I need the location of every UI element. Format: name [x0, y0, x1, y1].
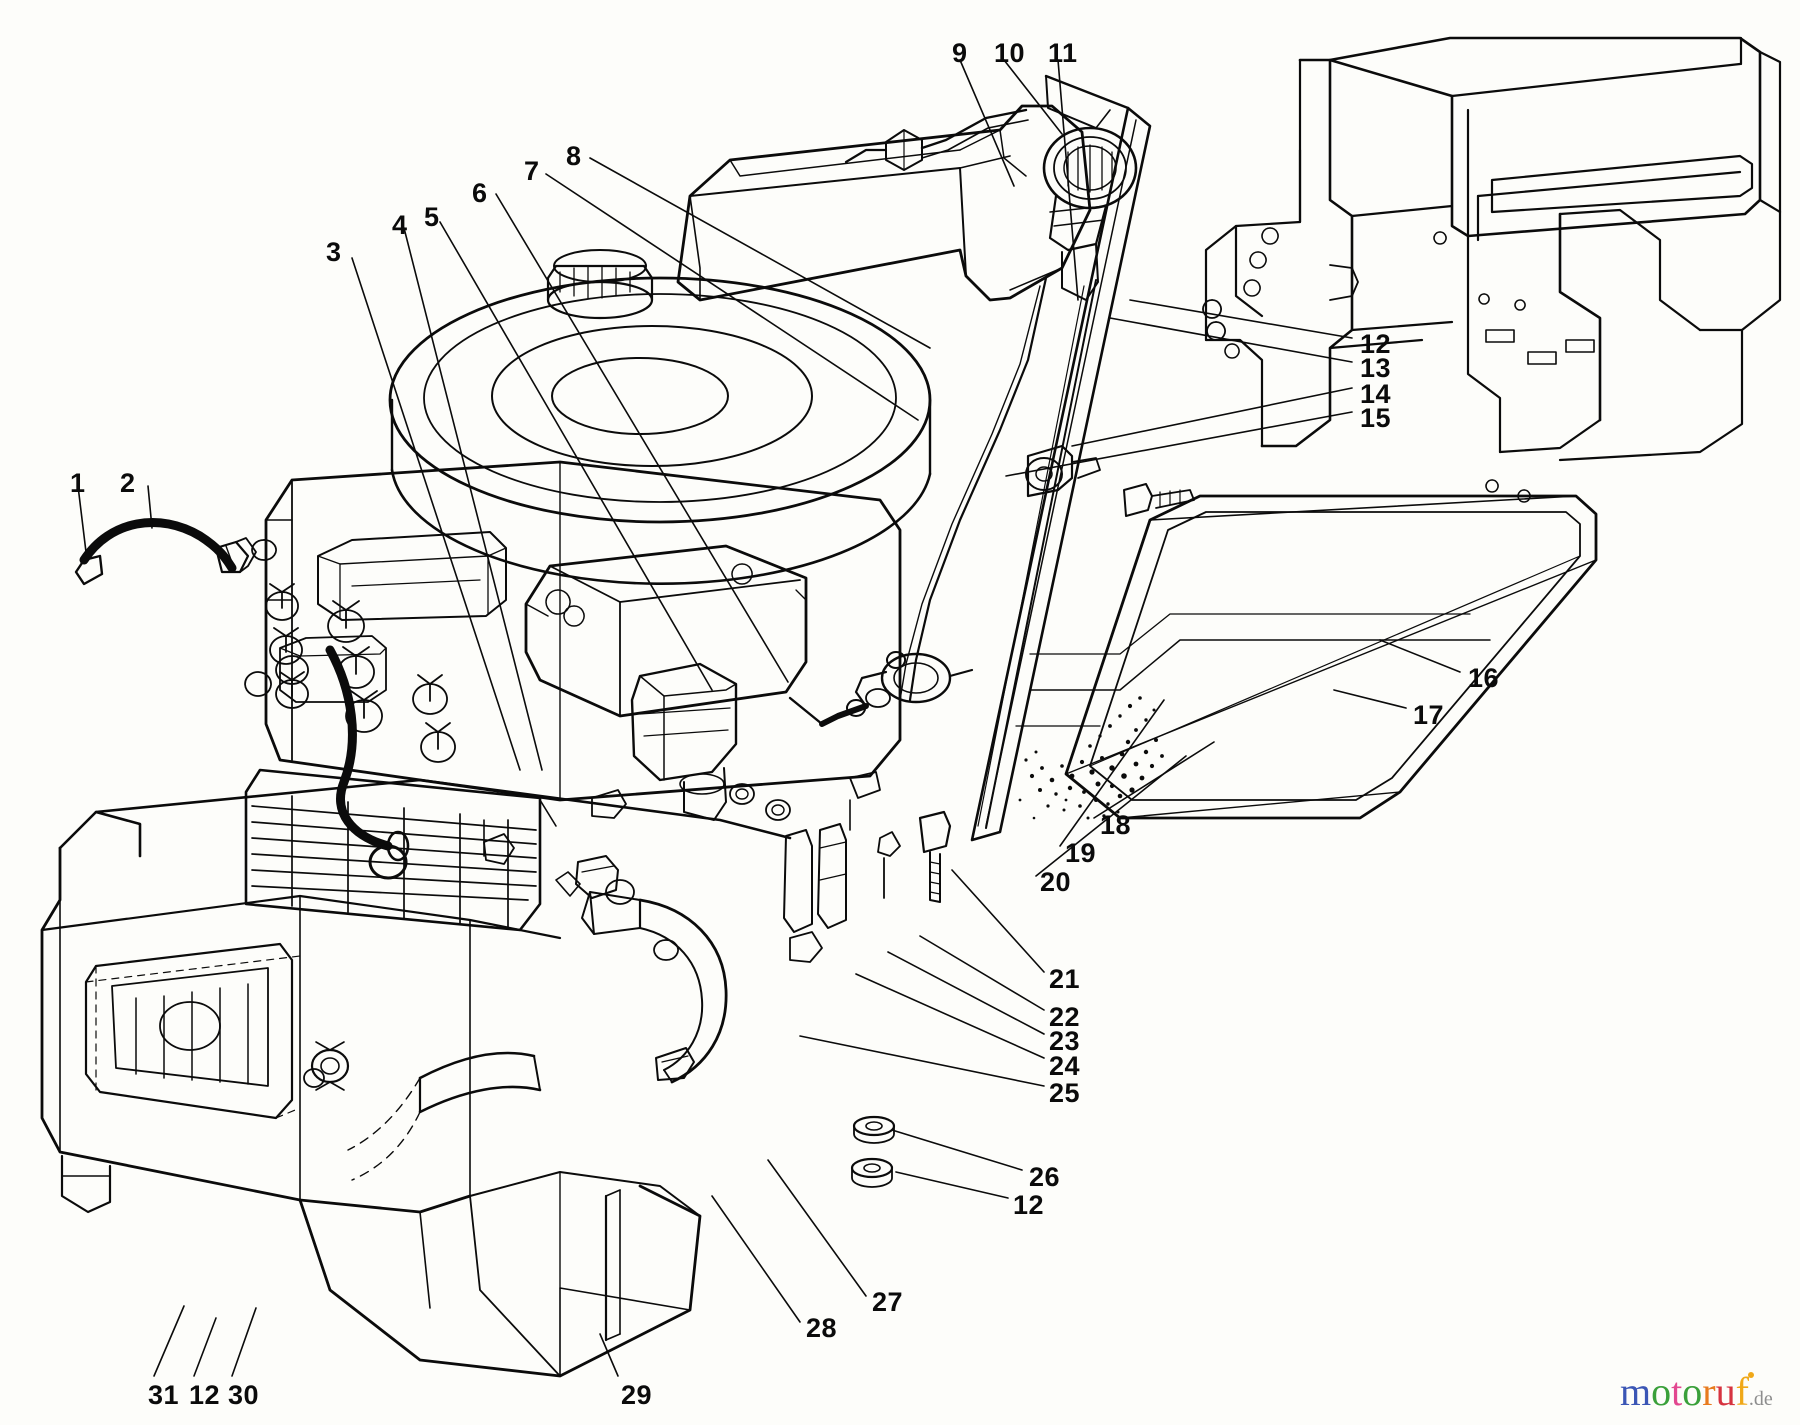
callout-7: 7	[524, 156, 540, 186]
logo-suffix-de: .de	[1748, 1388, 1773, 1410]
callout-30: 30	[228, 1380, 260, 1410]
callout-25: 25	[1049, 1078, 1081, 1108]
motoruf-de-logo[interactable]: motoruf.de	[1620, 1372, 1773, 1412]
callout-4: 4	[392, 210, 408, 240]
callout-18: 18	[1100, 810, 1132, 840]
callout-2: 2	[120, 468, 136, 498]
callout-13: 13	[1360, 353, 1392, 383]
callout-27: 27	[872, 1287, 904, 1317]
callout-12-bottom: 12	[189, 1380, 221, 1410]
callout-1: 1	[70, 468, 86, 498]
logo-letter-o2: o	[1682, 1369, 1703, 1414]
callout-11: 11	[1048, 38, 1078, 68]
callout-17: 17	[1413, 700, 1445, 730]
logo-letter-o1: o	[1651, 1369, 1672, 1414]
callout-6: 6	[472, 178, 488, 208]
callout-12-top: 12	[1360, 329, 1392, 359]
logo-letter-r: r	[1702, 1369, 1716, 1414]
callout-26: 26	[1029, 1162, 1061, 1192]
callout-15: 15	[1360, 403, 1392, 433]
callout-8: 8	[566, 141, 582, 171]
callout-9: 9	[952, 38, 968, 68]
callout-10: 10	[994, 38, 1026, 68]
callout-5: 5	[424, 202, 440, 232]
callout-19: 19	[1065, 838, 1097, 868]
logo-letter-u: u	[1715, 1369, 1736, 1414]
callout-21: 21	[1049, 964, 1081, 994]
logo-letter-t: t	[1671, 1369, 1683, 1414]
callout-12-mid: 12	[1013, 1190, 1045, 1220]
callout-16: 16	[1468, 663, 1500, 693]
callout-28: 28	[806, 1313, 838, 1343]
callout-23: 23	[1049, 1026, 1081, 1056]
callout-31: 31	[148, 1380, 180, 1410]
callout-22: 22	[1049, 1002, 1081, 1032]
callout-20: 20	[1040, 867, 1072, 897]
logo-letter-f: f	[1735, 1369, 1749, 1414]
callout-14: 14	[1360, 379, 1392, 409]
callout-24: 24	[1049, 1051, 1081, 1081]
callout-3: 3	[326, 237, 342, 267]
logo-accent-dot-icon	[1748, 1372, 1754, 1378]
callout-29: 29	[621, 1380, 653, 1410]
logo-letter-m: m	[1620, 1369, 1652, 1414]
